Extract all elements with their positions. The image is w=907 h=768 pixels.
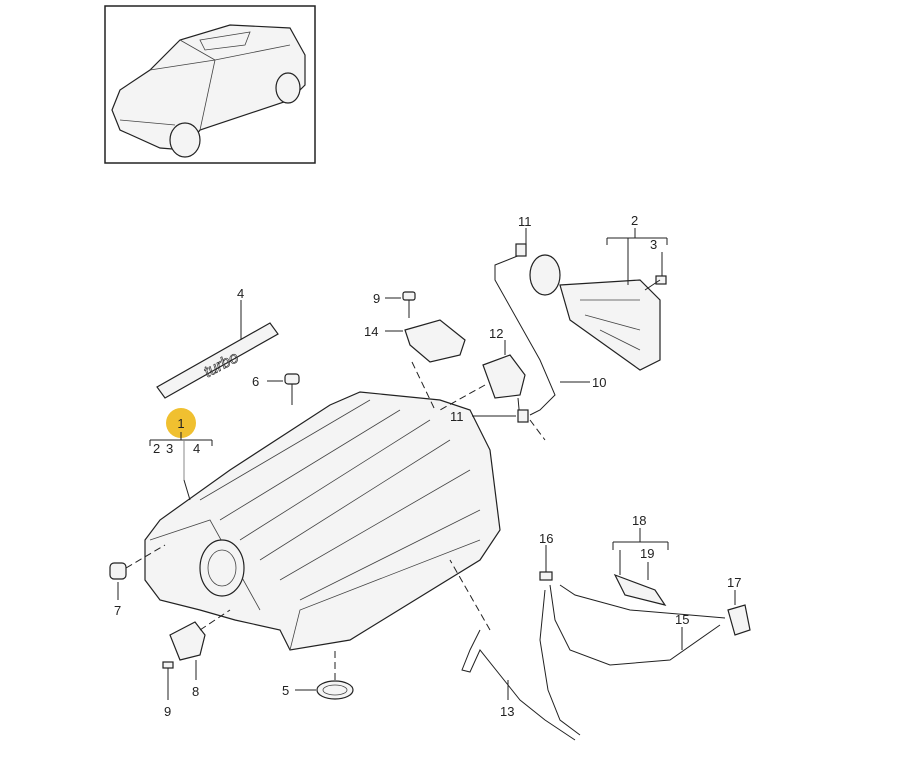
- part-8-sensor[interactable]: [169, 609, 231, 680]
- part-3-screw[interactable]: [644, 252, 667, 291]
- callout-10[interactable]: 10: [592, 375, 606, 390]
- callout-13[interactable]: 13: [500, 704, 514, 719]
- callout-3[interactable]: 3: [650, 237, 657, 252]
- part-11-clamp[interactable]: [472, 228, 529, 423]
- callout-7[interactable]: 7: [114, 603, 121, 618]
- part-16-hose-connector[interactable]: [539, 545, 553, 581]
- callout-15[interactable]: 15: [675, 612, 689, 627]
- part-12-valve[interactable]: [439, 340, 526, 421]
- callout-16[interactable]: 16: [539, 531, 553, 546]
- callout-2[interactable]: 2: [631, 213, 638, 228]
- callout-6[interactable]: 6: [252, 374, 259, 389]
- callout-1-sub-4[interactable]: 4: [193, 441, 200, 456]
- part-14-pressure-sensor[interactable]: [385, 319, 466, 411]
- vehicle-thumbnail[interactable]: [104, 5, 316, 164]
- callout-17[interactable]: 17: [727, 575, 741, 590]
- part-7-cap[interactable]: [109, 544, 166, 600]
- callout-8[interactable]: 8: [192, 684, 199, 699]
- part-10-hose[interactable]: [494, 254, 590, 441]
- part-4-turbo-badge[interactable]: turbo: [156, 300, 279, 399]
- callout-1-sub-2[interactable]: 2: [153, 441, 160, 456]
- callout-18[interactable]: 18: [632, 513, 646, 528]
- callout-11-upper[interactable]: 11: [518, 214, 532, 229]
- part-2-actuator-bracket[interactable]: [529, 228, 668, 371]
- part-9-screw-lower[interactable]: [162, 661, 174, 700]
- part-6-bolt[interactable]: [267, 373, 300, 405]
- part-17-valve[interactable]: [727, 590, 751, 636]
- callout-11-lower[interactable]: 11: [450, 409, 464, 424]
- callout-9-upper[interactable]: 9: [373, 291, 380, 306]
- callout-9-lower[interactable]: 9: [164, 704, 171, 719]
- callout-14[interactable]: 14: [364, 324, 378, 339]
- part-15-hose-assembly[interactable]: [539, 584, 726, 736]
- part-1-intake-manifold[interactable]: [144, 391, 501, 651]
- callout-1-highlighted[interactable]: 1 2 3 4: [149, 408, 213, 501]
- part-9-screw-upper[interactable]: [385, 291, 416, 318]
- part-5-gasket[interactable]: [295, 650, 354, 700]
- callout-4[interactable]: 4: [237, 286, 244, 301]
- callout-12[interactable]: 12: [489, 326, 503, 341]
- callout-1-sub-3[interactable]: 3: [166, 441, 173, 456]
- callout-5[interactable]: 5: [282, 683, 289, 698]
- callout-1-label: 1: [177, 416, 184, 431]
- part-13-hose[interactable]: [449, 559, 576, 741]
- part-18-clip[interactable]: [612, 528, 669, 606]
- callout-19[interactable]: 19: [640, 546, 654, 561]
